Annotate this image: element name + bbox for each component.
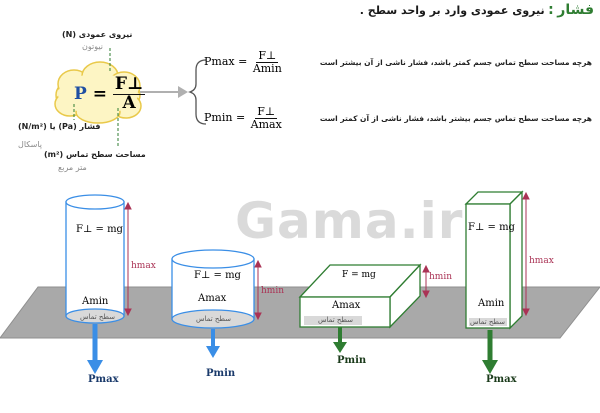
header-term: فشار	[557, 2, 594, 18]
object-2-area: Amax	[198, 293, 227, 304]
object-4-height: hmax	[529, 256, 554, 266]
object-3-area: Amax	[332, 300, 361, 311]
rule-min-text: هرچه مساحت سطح تماس جسم بیشتر باشد، فشار…	[319, 114, 592, 123]
formula-eq: =	[92, 83, 107, 104]
main-formula: P = F⊥ A	[74, 74, 146, 113]
rule-max-num: F⊥	[256, 49, 279, 63]
object-tall-cylinder	[65, 194, 125, 324]
object-1-pressure: Pmax	[88, 374, 119, 385]
label-pressure: فشار (Pa) یا (N/m²)	[18, 122, 101, 131]
object-1-surface: سطح تماس	[80, 313, 116, 321]
watermark: Gama.ir	[235, 192, 464, 250]
header-definition: نیروی عمودی وارد بر واحد سطح .	[359, 4, 545, 17]
object-3-surface: سطح تماس	[318, 316, 354, 324]
rule-max-lhs: Pmax	[204, 55, 235, 69]
formula-numerator: F⊥	[112, 74, 146, 95]
object-short-cylinder	[171, 249, 255, 329]
object-2-surface: سطح تماس	[196, 315, 232, 323]
object-tall-box	[464, 190, 524, 330]
pressure-arrow-1	[87, 324, 103, 374]
label-area: مساحت سطح تماس (m²)	[44, 150, 146, 159]
rule-min-den: Amax	[250, 117, 282, 131]
height-marker-4	[522, 191, 530, 317]
header-colon: :	[548, 2, 554, 18]
pressure-arrow-4	[482, 330, 498, 374]
object-1-area: Amin	[82, 296, 109, 307]
object-4-force: F⊥ = mg	[468, 222, 515, 233]
object-3-height: hmin	[429, 272, 453, 282]
object-3-pressure: Pmin	[337, 355, 367, 366]
formula-fraction: F⊥ A	[112, 74, 146, 113]
rule-max-text: هرچه مساحت سطح تماس جسم کمتر باشد، فشار …	[319, 58, 592, 67]
rule-max-formula: Pmax = F⊥ Amin	[204, 49, 284, 75]
rule-min-formula: Pmin = F⊥ Amax	[204, 105, 284, 131]
height-marker-1	[124, 201, 132, 317]
pressure-arrow-2	[206, 329, 220, 358]
object-1-height: hmax	[131, 261, 156, 271]
rule-min-lhs: Pmin	[204, 111, 233, 125]
page-header: فشار : نیروی عمودی وارد بر واحد سطح .	[360, 2, 594, 18]
label-pressure-unit: پاسکال	[18, 140, 43, 149]
label-area-unit: متر مربع	[58, 163, 87, 172]
pressure-arrow-3	[333, 327, 347, 353]
object-3-force: F = mg	[342, 270, 376, 280]
object-1-force: F⊥ = mg	[76, 224, 123, 235]
rule-max-fraction: F⊥ Amin	[251, 50, 284, 74]
label-force: نیروی عمودی (N)	[62, 30, 133, 39]
formula-denominator: A	[122, 92, 136, 113]
cloud-arrow-head	[178, 86, 188, 98]
height-marker-2	[254, 259, 262, 321]
height-marker-3	[422, 264, 430, 299]
object-2-force: F⊥ = mg	[194, 270, 241, 281]
formula-p: P	[74, 83, 87, 104]
object-2-height: hmin	[261, 286, 285, 296]
object-4-surface: سطح تماس	[470, 318, 506, 326]
label-force-unit: نیوتون	[82, 42, 104, 51]
rules-brace	[187, 59, 207, 125]
rule-max-den: Amin	[252, 61, 282, 75]
object-4-area: Amin	[478, 298, 505, 309]
object-4-pressure: Pmax	[486, 374, 517, 385]
object-2-pressure: Pmin	[206, 368, 236, 379]
cloud-shape	[54, 61, 142, 124]
rule-min-fraction: F⊥ Amax	[249, 106, 284, 130]
object-flat-box	[298, 263, 422, 329]
rule-min-num: F⊥	[255, 105, 278, 119]
